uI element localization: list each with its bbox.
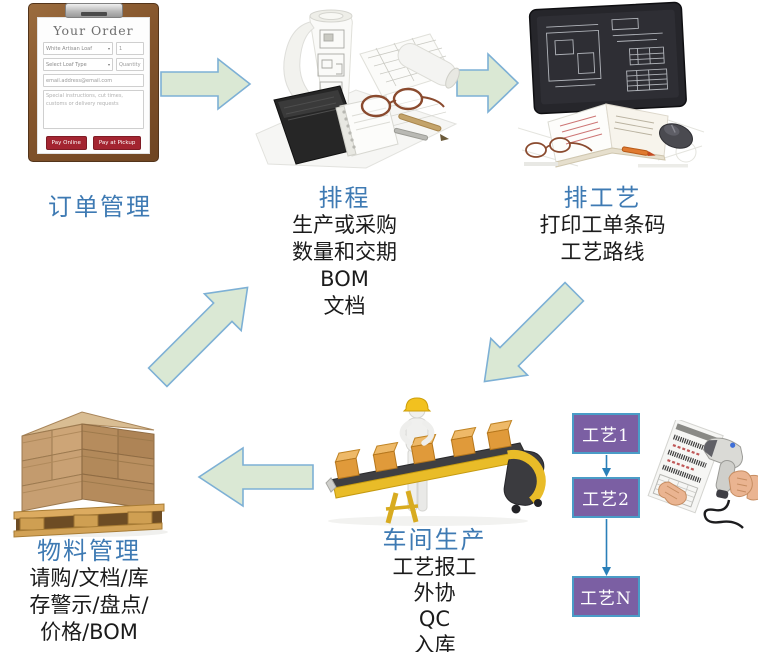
arrow-order-to-scheduling-icon <box>160 57 252 111</box>
routing-node: 排工艺 打印工单条码 工艺路线 <box>505 184 700 266</box>
pen-icon <box>621 146 656 157</box>
right-hand-icon <box>728 470 753 498</box>
order-form-title: Your Order <box>53 23 134 38</box>
conveyor-production-illustration <box>310 393 552 531</box>
scheduling-node: 排程 生产或采购 数量和交期 BOM 文档 <box>252 184 437 320</box>
material-line: 价格/BOM <box>40 620 138 644</box>
floor-plan-icon <box>317 29 345 99</box>
order-form-fields: White Artisan Loaf ▾ 1 Select Loaf Type … <box>38 38 149 150</box>
barcode-scanner-illustration <box>645 420 758 532</box>
production-item: 入库 <box>413 633 456 652</box>
hard-hat-icon <box>402 397 432 412</box>
glasses-icon <box>360 87 445 118</box>
scanner-cable-icon <box>703 499 744 529</box>
process-step-2-box: 工艺2 <box>572 477 640 518</box>
scheduling-item: 数量和交期 <box>292 240 397 264</box>
order-node-title: 订单管理 <box>48 193 152 221</box>
cad-drawing-icon <box>546 17 669 92</box>
scheduling-node-title: 排程 <box>318 184 371 212</box>
production-item: QC <box>418 607 451 631</box>
worker-arms <box>399 420 435 446</box>
arrow-routing-to-production-icon <box>463 271 595 403</box>
pay-pickup-button: Pay at Pickup <box>92 136 142 150</box>
production-node: 车间生产 工艺报工 外协 QC 入库 <box>352 526 517 652</box>
clipboard-order-illustration: Your Order White Artisan Loaf ▾ 1 Select… <box>28 3 159 162</box>
pallet-boxes-illustration <box>8 400 170 538</box>
loaf-type-select: Select Loaf Type ▾ <box>43 58 113 71</box>
box-stack-left <box>21 423 83 512</box>
production-node-title: 车间生产 <box>382 526 487 554</box>
glasses-icon <box>525 137 593 158</box>
notes-field: Special instructions, cut times, customs… <box>43 90 144 129</box>
scheduling-item: BOM <box>320 267 369 291</box>
email-field: email.address@email.com <box>43 74 144 87</box>
material-line: 存警示/盘点/ <box>29 593 149 617</box>
arrow-material-to-scheduling-icon <box>137 266 269 398</box>
routing-node-title: 排工艺 <box>563 184 642 212</box>
material-node-title: 物料管理 <box>37 537 141 565</box>
paper-roll-icon <box>397 43 460 89</box>
quantity-field: Quantity <box>116 58 144 71</box>
process-step-1-box: 工艺1 <box>572 413 640 454</box>
production-item: 工艺报工 <box>392 555 477 579</box>
arrow-production-to-material-icon <box>197 446 315 508</box>
open-book-icon <box>547 103 669 168</box>
arrow-step2-to-stepN-icon <box>600 519 613 576</box>
chevron-down-icon: ▾ <box>107 62 110 67</box>
arrow-scheduling-to-routing-icon <box>456 52 520 114</box>
loaf-qty-field: 1 <box>116 42 144 55</box>
order-form-paper: Your Order White Artisan Loaf ▾ 1 Select… <box>37 17 150 154</box>
pens-icon <box>393 113 449 141</box>
clipboard-clip-icon <box>64 3 123 18</box>
routing-item: 工艺路线 <box>560 240 645 264</box>
material-line: 请购/文档/库 <box>29 566 149 590</box>
loaf-type-select-value: Select Loaf Type <box>46 61 87 68</box>
left-hand-icon <box>658 481 687 506</box>
routing-item: 打印工单条码 <box>539 213 666 237</box>
monitor-icon <box>528 1 687 134</box>
conveyor-legs <box>385 490 419 524</box>
wooden-pallet-icon <box>13 503 165 538</box>
mouse-icon <box>659 123 693 149</box>
monitor-cad-illustration <box>518 0 708 172</box>
arrow-step1-to-step2-icon <box>600 455 613 477</box>
pay-online-button: Pay Online <box>45 136 87 150</box>
scheduling-item: 文档 <box>323 294 366 318</box>
process-step-N-box: 工艺N <box>572 576 640 617</box>
box-stack-right <box>81 423 155 510</box>
blueprint-plans-illustration <box>248 2 463 170</box>
loaf-select: White Artisan Loaf ▾ <box>43 42 113 55</box>
chevron-down-icon: ▾ <box>107 46 110 51</box>
conveyor-boxes <box>334 419 513 480</box>
production-item: 外协 <box>413 581 456 605</box>
belt-drive-machine-icon <box>503 449 546 514</box>
loaf-select-value: White Artisan Loaf <box>46 45 92 52</box>
material-node: 物料管理 请购/文档/库 存警示/盘点/ 价格/BOM <box>3 537 175 646</box>
scheduling-item: 生产或采购 <box>292 213 397 237</box>
